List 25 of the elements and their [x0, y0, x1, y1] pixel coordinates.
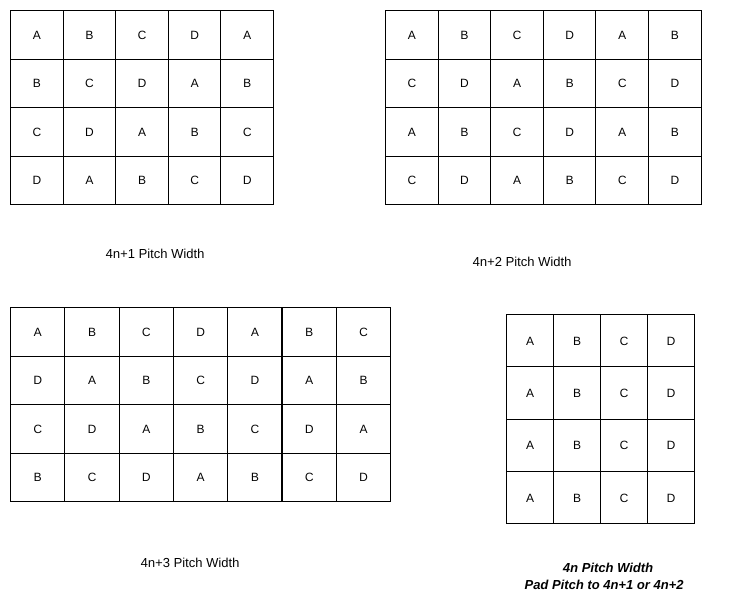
grid-cell: D [336, 452, 392, 502]
grid-cell: C [282, 452, 337, 502]
grid-cell: A [220, 10, 274, 60]
caption: 4n+3 Pitch Width [140, 555, 240, 570]
grid-cell: D [648, 156, 702, 205]
caption: Pad Pitch to 4n+1 or 4n+2 [524, 577, 684, 592]
caption: 4n+2 Pitch Width [472, 254, 572, 269]
grid-cell: A [506, 470, 554, 524]
grid-cell: D [220, 156, 274, 205]
grid-cell: D [647, 470, 695, 524]
grid-cell: D [10, 156, 64, 205]
grid-cell: B [227, 452, 282, 502]
grid-cell: A [10, 10, 64, 60]
caption: 4n+1 Pitch Width [106, 246, 204, 261]
grid-cell: B [282, 307, 337, 356]
grid-cell: B [648, 10, 702, 60]
grid-cell: B [10, 452, 66, 502]
caption: 4n Pitch Width [562, 560, 654, 575]
grid-cell: C [385, 156, 439, 205]
grid-cell: A [227, 307, 282, 356]
grid-cell: A [506, 314, 554, 368]
grid-cell: D [647, 314, 695, 368]
grid-cell: A [385, 10, 439, 60]
grid-cell: A [10, 307, 66, 356]
grid-cell: C [336, 307, 392, 356]
